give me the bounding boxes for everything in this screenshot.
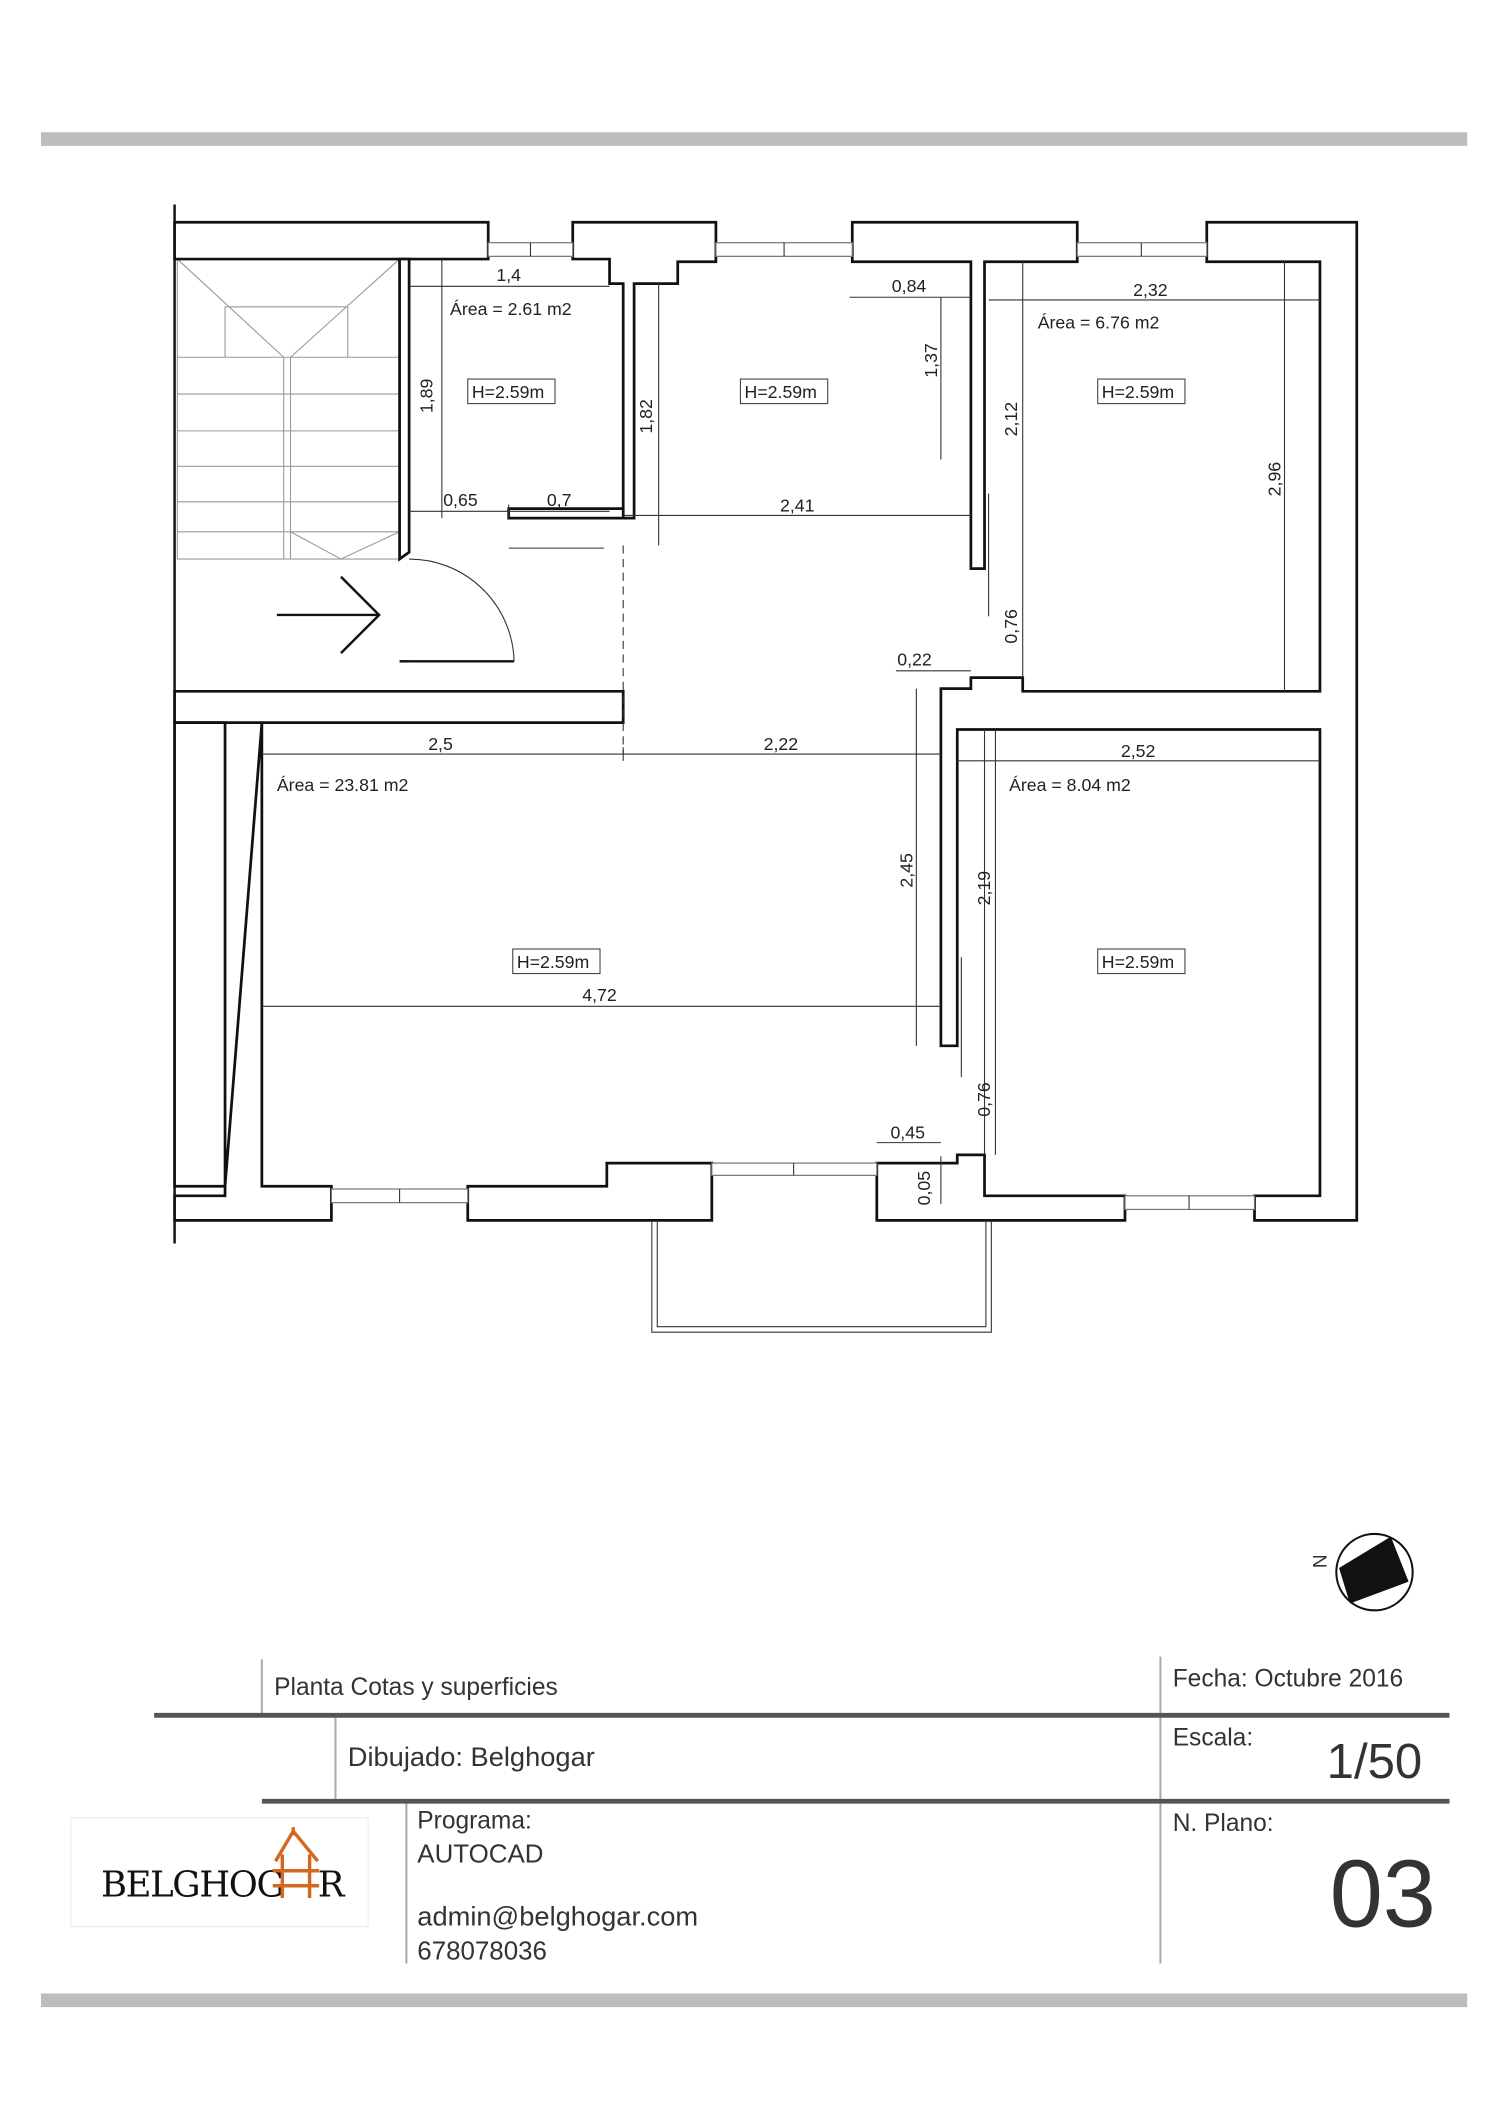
dimension-lines [261,259,1320,1204]
room-area-bedroom1: Área = 6.76 m2 [1038,313,1160,333]
dim-label: 2,19 [974,871,994,906]
dim-label: 0,65 [443,490,478,510]
dim-label: 2,96 [1264,462,1284,497]
dim-label: 0,22 [897,649,932,669]
walls [173,220,1359,1222]
room-height-bedroom2: H=2.59m [1102,952,1174,972]
dim-label: 1,89 [416,379,436,414]
dim-label: 0,05 [914,1171,934,1206]
dim-label: 1,82 [636,399,656,434]
program-value: AUTOCAD [417,1841,543,1869]
contact-phone: 678078036 [417,1937,547,1965]
floor-plan: Área = 2.61 m2 H=2.59m H=2.59m Área = 6.… [173,204,1359,1333]
program-label: Programa: [417,1807,532,1834]
dim-label: 2,5 [428,734,453,754]
dim-label: 0,76 [1001,609,1021,644]
dim-label: 2,32 [1133,280,1168,300]
north-arrow-icon: N [1308,1532,1414,1612]
dim-label: 4,72 [582,985,616,1005]
plan-number: 03 [1330,1842,1436,1948]
date: Fecha: Octubre 2016 [1173,1666,1403,1693]
room-height-bathroom: H=2.59m [472,382,544,402]
dim-label: 2,12 [1001,402,1021,436]
contact-email: admin@belghogar.com [417,1900,698,1931]
dim-label: 1,37 [921,343,941,378]
dim-label: 0,76 [974,1082,994,1117]
dimension-labels: 1,4 1,89 0,65 0,7 1,82 0,84 1,37 2,41 2,… [416,265,1284,1205]
room-height-hall: H=2.59m [745,382,817,402]
staircase [176,258,401,560]
balcony [651,1220,992,1333]
dim-label: 0,45 [890,1123,925,1143]
windows [330,242,1256,1211]
svg-text:R: R [318,1865,346,1906]
plan-number-label: N. Plano: [1173,1810,1274,1837]
drawn-by: Dibujado: Belghogar [348,1741,595,1772]
room-area-bathroom: Área = 2.61 m2 [450,299,572,319]
top-bar [40,132,1468,146]
dim-label: 0,84 [892,276,927,296]
svg-text:BELGHOG: BELGHOG [101,1865,283,1906]
dim-label: 2,45 [896,853,916,888]
dim-label: 2,22 [764,734,799,754]
room-labels: Área = 2.61 m2 H=2.59m H=2.59m Área = 6.… [277,299,1186,975]
entry-arrow-icon [276,575,381,654]
room-height-living: H=2.59m [517,952,589,972]
north-label: N [1308,1554,1329,1568]
drawing-title: Planta Cotas y superficies [274,1674,558,1701]
dim-label: 2,52 [1121,741,1156,761]
dim-label: 1,4 [496,265,521,285]
dim-label: 0,7 [547,490,572,510]
dim-label: 2,41 [780,495,815,515]
scale-value: 1/50 [1327,1735,1423,1789]
room-area-bedroom2: Área = 8.04 m2 [1009,775,1131,795]
room-height-bedroom1: H=2.59m [1102,382,1174,402]
bottom-bar [40,1993,1468,2008]
title-block: Planta Cotas y superficies Dibujado: Bel… [70,1656,1450,1965]
entrance-door[interactable] [409,558,515,663]
scale-label: Escala: [1173,1724,1253,1751]
room-area-living: Área = 23.81 m2 [277,775,409,795]
belghogar-logo: BELGHOG R [70,1816,369,1928]
